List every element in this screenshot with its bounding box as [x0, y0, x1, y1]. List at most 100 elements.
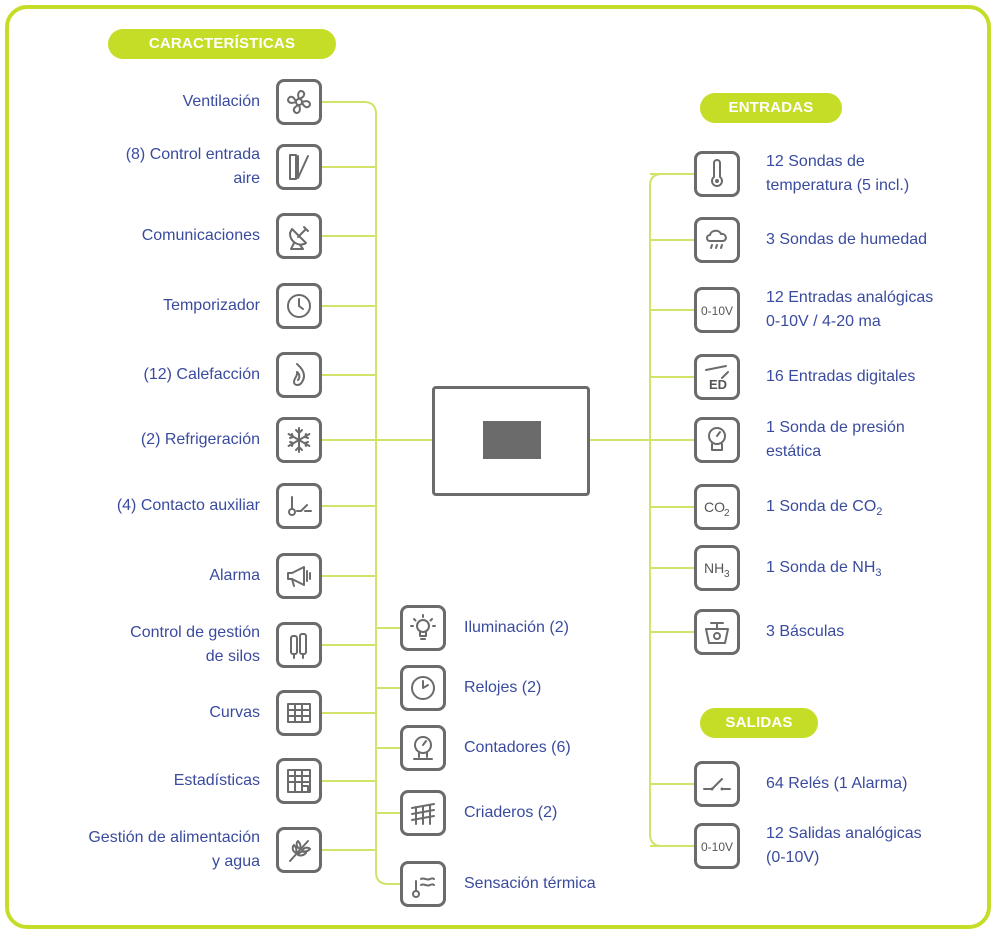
outputs-header: SALIDAS — [700, 708, 818, 738]
feature-label-silo-line: de silos — [205, 648, 260, 665]
center-feature-label: Contadores (6) — [464, 739, 571, 756]
output-label-relay-switch-line: 64 Relés (1 Alarma) — [766, 775, 908, 792]
input-label-scale-line: 3 Básculas — [766, 623, 845, 640]
input-label-text: 1 Sonda de CO — [766, 498, 877, 515]
feature-label-auxiliary-contact: (4) Contacto auxiliar — [117, 494, 260, 518]
light-bulb-icon — [400, 605, 446, 651]
input-label-pressure-gauge: 1 Sonda de presión estática — [766, 416, 905, 464]
feature-label-heating-flame: (12) Calefacción — [144, 363, 261, 387]
inputs-header: ENTRADAS — [700, 93, 842, 123]
pressure-gauge-icon — [694, 417, 740, 463]
feature-label-grid-curves-line: Curvas — [209, 704, 260, 721]
feature-label-snowflake-line: (2) Refrigeración — [140, 431, 260, 448]
input-label-co2: 1 Sonda de CO2 — [766, 495, 882, 524]
feature-label-megaphone-line: Alarma — [209, 567, 260, 584]
input-label-humidity-cloud: 3 Sondas de humedad — [766, 228, 927, 252]
silo-icon — [276, 622, 322, 668]
feature-label-wheat: Gestión de alimentación y agua — [88, 826, 260, 874]
connector-bus — [322, 101, 400, 885]
snowflake-icon — [276, 417, 322, 463]
feature-label-snowflake: (2) Refrigeración — [141, 428, 260, 452]
feature-label-silo-line: Control de gestión — [130, 624, 260, 641]
feature-label-silo: Control de gestión de silos — [130, 621, 260, 669]
svg-text:ED: ED — [709, 377, 727, 392]
input-label-thermometer: 12 Sondas de temperatura (5 incl.) — [766, 150, 909, 198]
input-label-digital-input: 16 Entradas digitales — [766, 365, 915, 389]
input-label-subscript: 3 — [875, 567, 882, 580]
center-feature-label: Sensación térmica — [464, 875, 596, 892]
svg-text:0-10V: 0-10V — [701, 304, 733, 318]
input-label-analog-0-10v: 12 Entradas analógicas 0-10V / 4-20 ma — [766, 286, 933, 334]
auxiliary-contact-icon — [276, 483, 322, 529]
features-header: CARACTERÍSTICAS — [108, 29, 336, 59]
controller-unit — [432, 386, 590, 496]
input-label-digital-input-line: 16 Entradas digitales — [766, 368, 916, 385]
heating-flame-icon — [276, 352, 322, 398]
megaphone-icon — [276, 553, 322, 599]
thermal-sensation-icon — [400, 861, 446, 907]
input-label-analog-0-10v-line: 12 Entradas analógicas — [766, 289, 934, 306]
feature-label-timer-line: Temporizador — [163, 297, 260, 314]
feature-label-wheat-line: y agua — [211, 853, 260, 870]
scale-icon — [694, 609, 740, 655]
feature-label-satellite-dish-line: Comunicaciones — [141, 227, 260, 244]
input-label-thermometer-line: temperatura (5 incl.) — [766, 177, 910, 194]
statistics-grid-icon — [276, 758, 322, 804]
feature-label-wheat-line: Gestión de alimentación — [88, 829, 260, 846]
timer-icon — [276, 283, 322, 329]
controller-screen — [483, 421, 541, 459]
center-feature-label: Criaderos (2) — [464, 804, 558, 821]
humidity-cloud-icon — [694, 217, 740, 263]
hatchery-icon — [400, 790, 446, 836]
grid-curves-icon — [276, 690, 322, 736]
output-label-analog-output-line: 12 Salidas analógicas — [766, 825, 922, 842]
output-label-analog-output-line: (0-10V) — [766, 849, 820, 866]
input-label-text: 1 Sonda de NH — [766, 559, 876, 576]
input-label-pressure-gauge-line: 1 Sonda de presión — [766, 419, 905, 436]
thermometer-icon — [694, 151, 740, 197]
input-label-pressure-gauge-line: estática — [766, 443, 822, 460]
input-label-scale: 3 Básculas — [766, 620, 844, 644]
svg-text:0-10V: 0-10V — [701, 840, 733, 854]
output-label-relay-switch: 64 Relés (1 Alarma) — [766, 772, 907, 796]
input-label-thermometer-line: 12 Sondas de — [766, 153, 865, 170]
relay-switch-icon — [694, 761, 740, 807]
connector-bus — [649, 173, 694, 847]
feature-label-auxiliary-contact-line: (4) Contacto auxiliar — [116, 497, 260, 514]
feature-label-statistics-grid-line: Estadísticas — [173, 772, 260, 789]
center-feature-label: Relojes (2) — [464, 679, 542, 696]
input-label-nh3: 1 Sonda de NH3 — [766, 556, 882, 585]
svg-text:CO: CO — [704, 499, 725, 515]
feature-label-megaphone: Alarma — [209, 564, 260, 588]
wheat-icon — [276, 827, 322, 873]
svg-text:NH: NH — [704, 560, 724, 576]
input-label-humidity-cloud-line: 3 Sondas de humedad — [766, 231, 928, 248]
fan-icon — [276, 79, 322, 125]
input-label-analog-0-10v-line: 0-10V / 4-20 ma — [766, 313, 881, 330]
feature-label-air-inlet: (8) Control entrada aire — [126, 143, 260, 191]
counter-meter-icon — [400, 725, 446, 771]
center-feature-label: Iluminación (2) — [464, 619, 569, 636]
clock-icon — [400, 665, 446, 711]
satellite-dish-icon — [276, 213, 322, 259]
feature-label-satellite-dish: Comunicaciones — [142, 224, 260, 248]
input-label-subscript: 2 — [876, 506, 883, 519]
svg-text:3: 3 — [724, 569, 730, 580]
analog-output-icon: 0-10V — [694, 823, 740, 869]
svg-text:2: 2 — [724, 508, 730, 519]
feature-label-grid-curves: Curvas — [209, 701, 260, 725]
air-inlet-icon — [276, 144, 322, 190]
feature-label-heating-flame-line: (12) Calefacción — [143, 366, 261, 383]
feature-label-timer: Temporizador — [163, 294, 260, 318]
feature-label-fan-line: Ventilación — [182, 93, 260, 110]
output-label-analog-output: 12 Salidas analógicas (0-10V) — [766, 822, 922, 870]
analog-0-10v-icon: 0-10V — [694, 287, 740, 333]
feature-label-statistics-grid: Estadísticas — [174, 769, 260, 793]
digital-input-icon: ED — [694, 354, 740, 400]
feature-label-air-inlet-line: aire — [233, 170, 260, 187]
feature-label-air-inlet-line: (8) Control entrada — [125, 146, 260, 163]
feature-label-fan: Ventilación — [183, 90, 260, 114]
